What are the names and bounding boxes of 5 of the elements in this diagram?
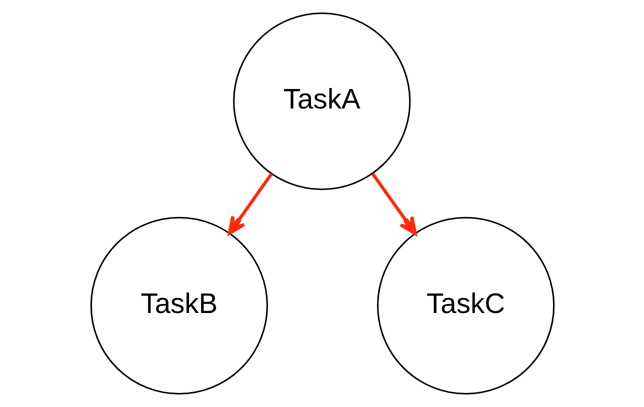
arrow <box>370 172 416 236</box>
node-circle: TaskA <box>232 12 410 190</box>
node-circle: TaskC <box>376 216 554 394</box>
node-circle: TaskB <box>90 216 268 394</box>
arrow <box>227 172 272 235</box>
